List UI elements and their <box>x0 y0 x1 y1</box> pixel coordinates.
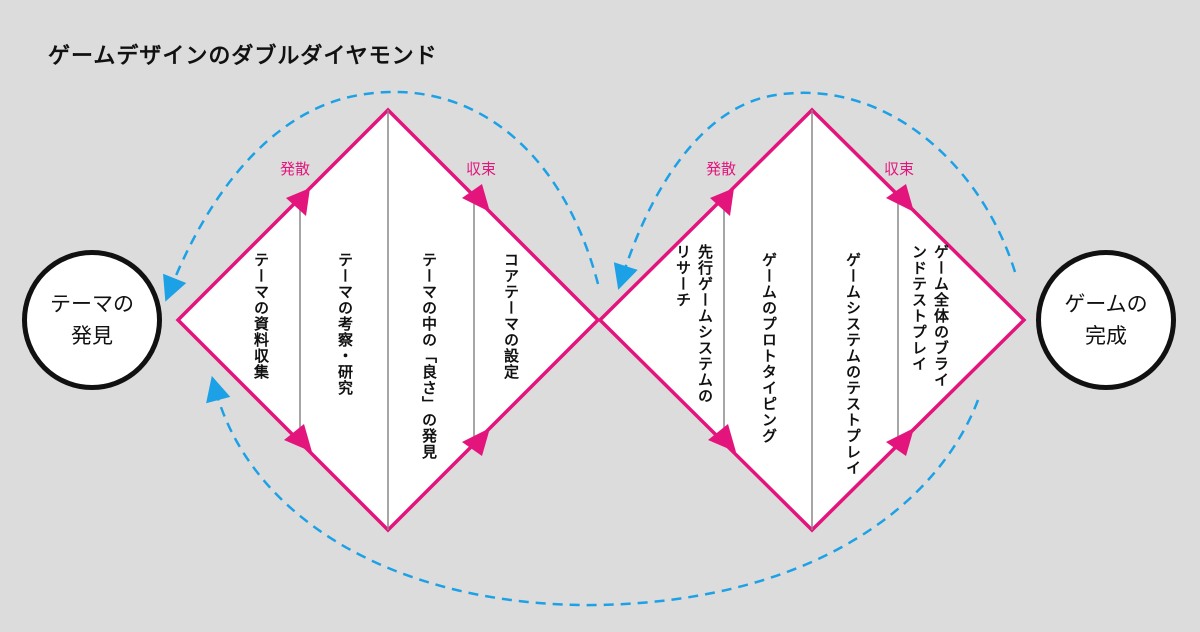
step-prior-system-research-line1: 先行ゲームシステムの <box>696 244 714 404</box>
step-system-testplay: ゲームシステムのテストプレイ <box>844 252 862 476</box>
phase-label-diverge-1: 発散 <box>280 160 311 178</box>
start-label-line1: テーマの <box>50 292 134 316</box>
phase-label-converge-2: 収束 <box>884 160 915 178</box>
step-prior-system-research-line2: リサーチ <box>674 244 692 308</box>
page-title: ゲームデザインのダブルダイヤモンド <box>48 44 438 69</box>
start-circle: テーマの 発見 <box>22 250 162 390</box>
step-theme-study: テーマの考察・研究 <box>336 252 354 396</box>
step-blind-testplay-line2: ンドテストプレイ <box>910 244 928 372</box>
feedback-arc-top-right <box>613 91 1017 290</box>
arrow-diverge-2-bottom <box>708 424 736 452</box>
arrow-diverge-1-top <box>286 188 310 216</box>
step-prior-system-research: 先行ゲームシステムの リサーチ <box>672 244 716 404</box>
feedback-arc-bottom <box>206 375 980 607</box>
arrow-diverge-2-top <box>710 188 734 216</box>
step-theme-research: テーマの資料収集 <box>252 252 270 380</box>
end-circle: ゲームの 完成 <box>1036 250 1176 390</box>
step-find-goodness: テーマの中の「良さ」の発見 <box>420 252 438 460</box>
step-core-theme: コアテーマの設定 <box>502 252 520 380</box>
end-label-line1: ゲームの <box>1064 292 1148 316</box>
arrow-converge-1-top <box>462 184 490 212</box>
feedback-arc-top-left <box>163 90 600 302</box>
arrow-diverge-1-bottom <box>284 424 312 452</box>
arrow-converge-2-bottom <box>886 428 914 456</box>
arrow-converge-1-bottom <box>462 428 490 456</box>
end-label-line2: 完成 <box>1085 324 1127 348</box>
start-label-line2: 発見 <box>71 324 113 348</box>
step-blind-testplay-line1: ゲーム全体のブライ <box>932 244 950 388</box>
arrow-converge-2-top <box>886 184 914 212</box>
phase-label-diverge-2: 発散 <box>706 160 737 178</box>
step-blind-testplay: ゲーム全体のブライ ンドテストプレイ <box>908 244 952 388</box>
phase-label-converge-1: 収束 <box>466 160 497 178</box>
step-prototyping: ゲームのプロトタイピング <box>760 252 778 444</box>
